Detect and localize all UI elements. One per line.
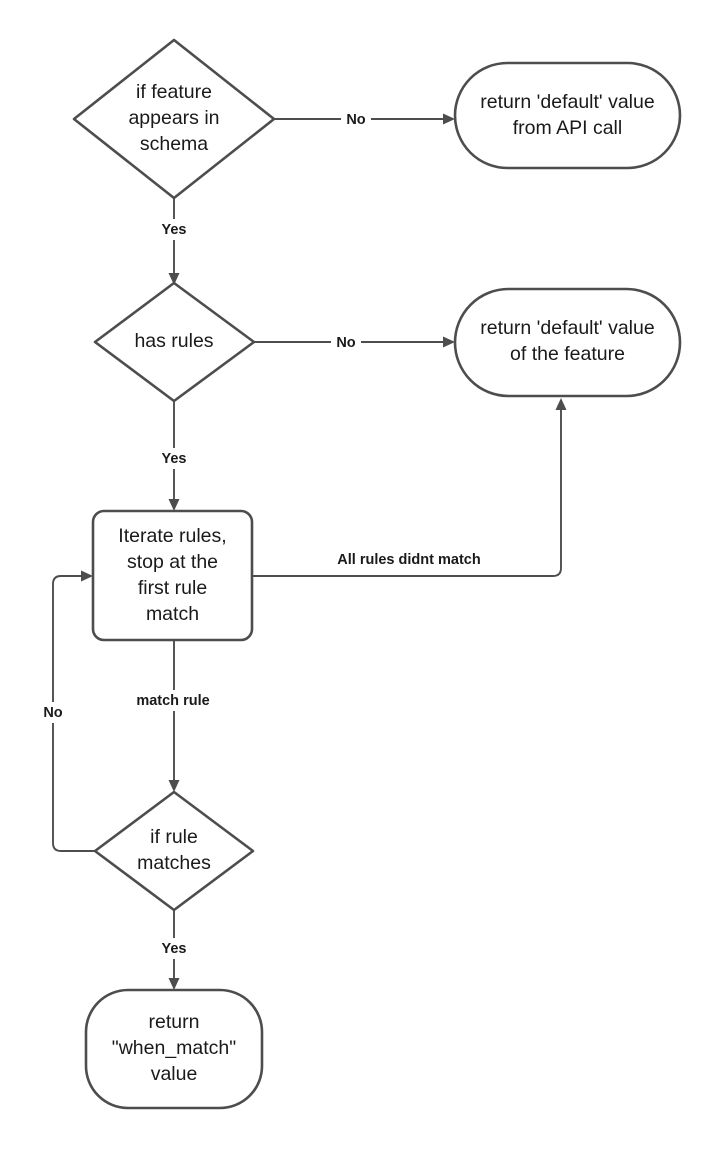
label-backdrop bbox=[123, 690, 224, 711]
terminal-stadium-shape bbox=[453, 287, 682, 398]
edge-all-rules-didnt-match-arrowhead bbox=[555, 398, 567, 410]
edge-label-rule-matches-no-group: No bbox=[38, 702, 68, 723]
terminal-stadium-shape bbox=[84, 988, 264, 1110]
edge-schema-yes-arrowhead bbox=[168, 273, 180, 285]
terminal-default-of-feature-line-2: of the feature bbox=[510, 343, 625, 365]
decision-feature-in-schema-line-2: appears in bbox=[128, 107, 219, 129]
label-backdrop bbox=[157, 448, 191, 469]
process-iterate-rules-line-4: match bbox=[146, 603, 199, 625]
node-decision-has-rules[interactable]: has rules bbox=[93, 281, 256, 403]
decision-diamond-shape bbox=[93, 281, 256, 403]
edge-label-has-rules-yes-group: Yes bbox=[157, 448, 191, 469]
terminal-when-match-value-line-3: value bbox=[151, 1063, 198, 1085]
edge-rule-matches-no-arrowhead bbox=[81, 570, 93, 582]
terminal-default-of-feature-line-1: return 'default' value bbox=[480, 317, 654, 339]
node-decision-feature-in-schema[interactable]: if feature appears in schema bbox=[72, 38, 276, 200]
terminal-when-match-value-line-1: return bbox=[149, 1011, 200, 1033]
edge-label-schema-yes-group: Yes bbox=[157, 219, 191, 240]
edge-all-rules-didnt-match bbox=[252, 398, 567, 577]
edge-schema-no-arrowhead bbox=[443, 113, 455, 125]
edge-label-all-rules-didnt-match: All rules didnt match bbox=[337, 552, 480, 568]
terminal-default-from-api-line-1: return 'default' value bbox=[480, 91, 654, 113]
edge-all-rules-didnt-match-line bbox=[252, 406, 562, 577]
edge-label-has-rules-no: No bbox=[336, 335, 355, 351]
edge-label-all-rules-didnt-match-group: All rules didnt match bbox=[318, 549, 500, 570]
edge-label-schema-yes: Yes bbox=[162, 222, 187, 238]
process-iterate-rules-line-3: first rule bbox=[138, 577, 207, 599]
label-backdrop bbox=[341, 109, 371, 130]
label-backdrop bbox=[157, 938, 191, 959]
decision-diamond-shape bbox=[93, 790, 255, 912]
decision-has-rules-line-1: has rules bbox=[134, 330, 213, 352]
edge-label-has-rules-yes: Yes bbox=[162, 451, 187, 467]
process-iterate-rules-line-2: stop at the bbox=[127, 551, 218, 573]
decision-diamond-shape bbox=[72, 38, 276, 200]
edge-has-rules-yes-arrowhead bbox=[168, 499, 180, 511]
edge-schema-yes bbox=[168, 198, 180, 285]
decision-if-rule-matches-line-1: if rule bbox=[150, 826, 198, 848]
edge-match-rule bbox=[168, 640, 180, 792]
terminal-when-match-value-line-2: "when_match" bbox=[112, 1037, 236, 1059]
edge-label-rule-matches-no: No bbox=[43, 705, 62, 721]
decision-feature-in-schema-line-3: schema bbox=[140, 133, 208, 155]
edge-match-rule-arrowhead bbox=[168, 780, 180, 792]
edge-label-schema-no: No bbox=[346, 112, 365, 128]
edge-label-schema-no-group: No bbox=[341, 109, 371, 130]
node-decision-if-rule-matches[interactable]: if rule matches bbox=[93, 790, 255, 912]
node-process-iterate-rules[interactable]: Iterate rules, stop at the first rule ma… bbox=[91, 509, 254, 642]
process-iterate-rules-line-1: Iterate rules, bbox=[118, 525, 226, 547]
edge-label-match-rule: match rule bbox=[136, 693, 209, 709]
label-backdrop bbox=[38, 702, 68, 723]
edge-label-match-rule-group: match rule bbox=[123, 690, 224, 711]
terminal-stadium-shape bbox=[453, 61, 682, 170]
node-terminal-default-from-api[interactable]: return 'default' value from API call bbox=[453, 61, 682, 170]
label-backdrop bbox=[318, 549, 500, 570]
node-terminal-when-match-value[interactable]: return "when_match" value bbox=[84, 988, 264, 1110]
edge-rule-matches-yes-arrowhead bbox=[168, 978, 180, 990]
process-rect-shape bbox=[91, 509, 254, 642]
terminal-default-from-api-line-2: from API call bbox=[513, 117, 622, 139]
decision-if-rule-matches-line-2: matches bbox=[137, 852, 211, 874]
label-backdrop bbox=[331, 332, 361, 353]
edge-label-rule-matches-yes-group: Yes bbox=[157, 938, 191, 959]
edge-label-has-rules-no-group: No bbox=[331, 332, 361, 353]
label-backdrop bbox=[157, 219, 191, 240]
node-terminal-default-of-feature[interactable]: return 'default' value of the feature bbox=[453, 287, 682, 398]
edge-has-rules-no-arrowhead bbox=[443, 336, 455, 348]
edge-label-rule-matches-yes: Yes bbox=[162, 941, 187, 957]
decision-feature-in-schema-line-1: if feature bbox=[136, 81, 212, 103]
